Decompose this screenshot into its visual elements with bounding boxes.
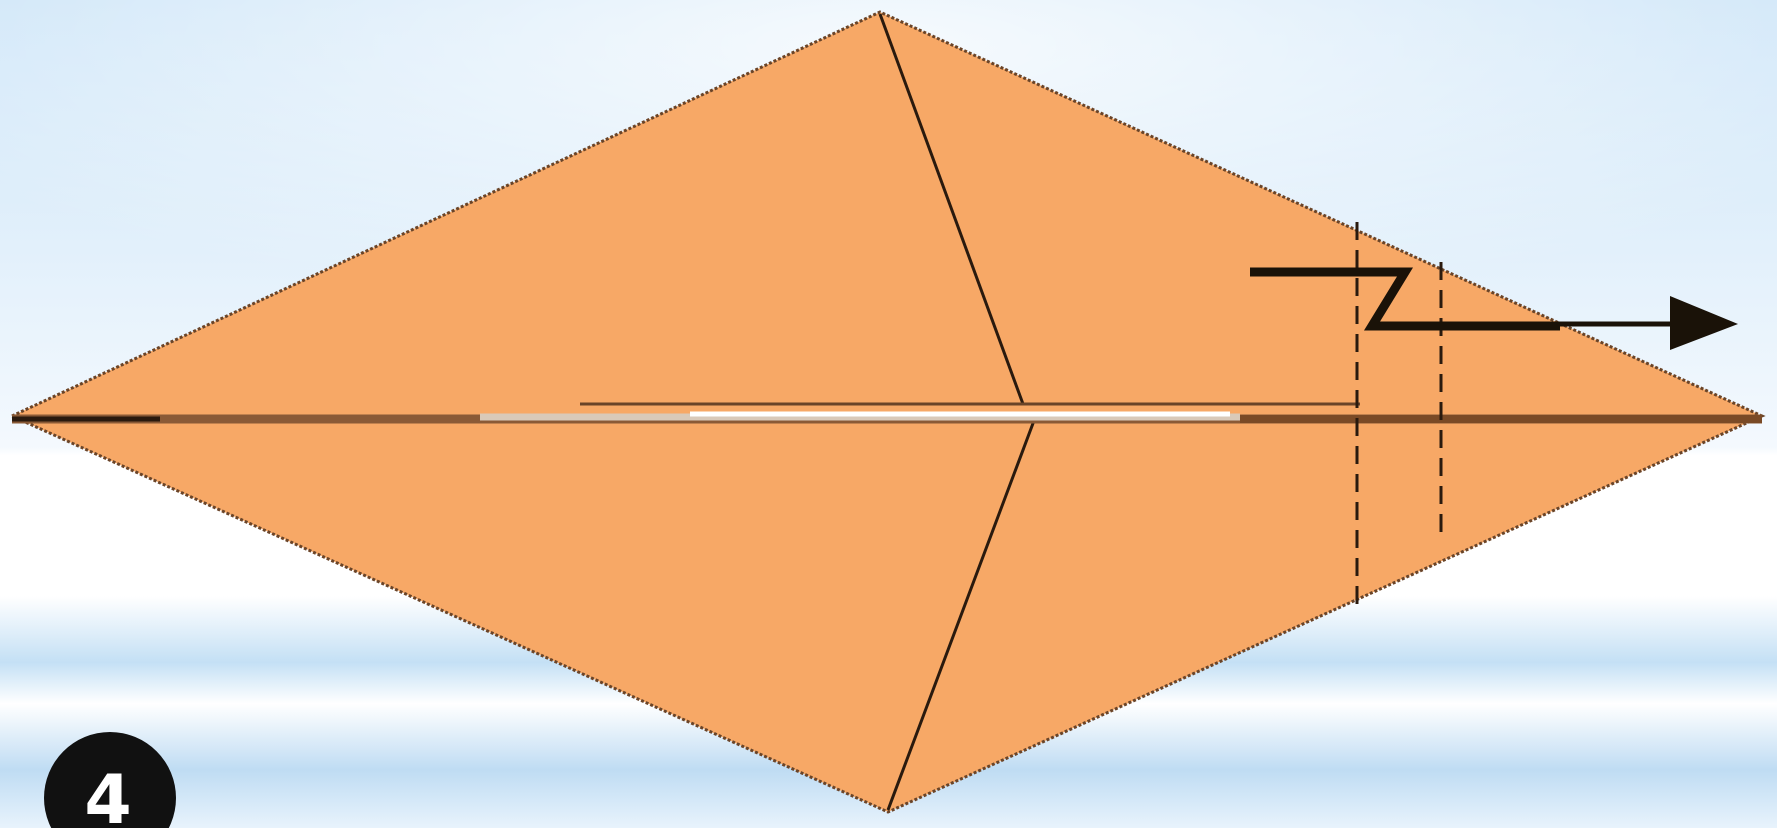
step-number: 4 xyxy=(84,761,131,828)
